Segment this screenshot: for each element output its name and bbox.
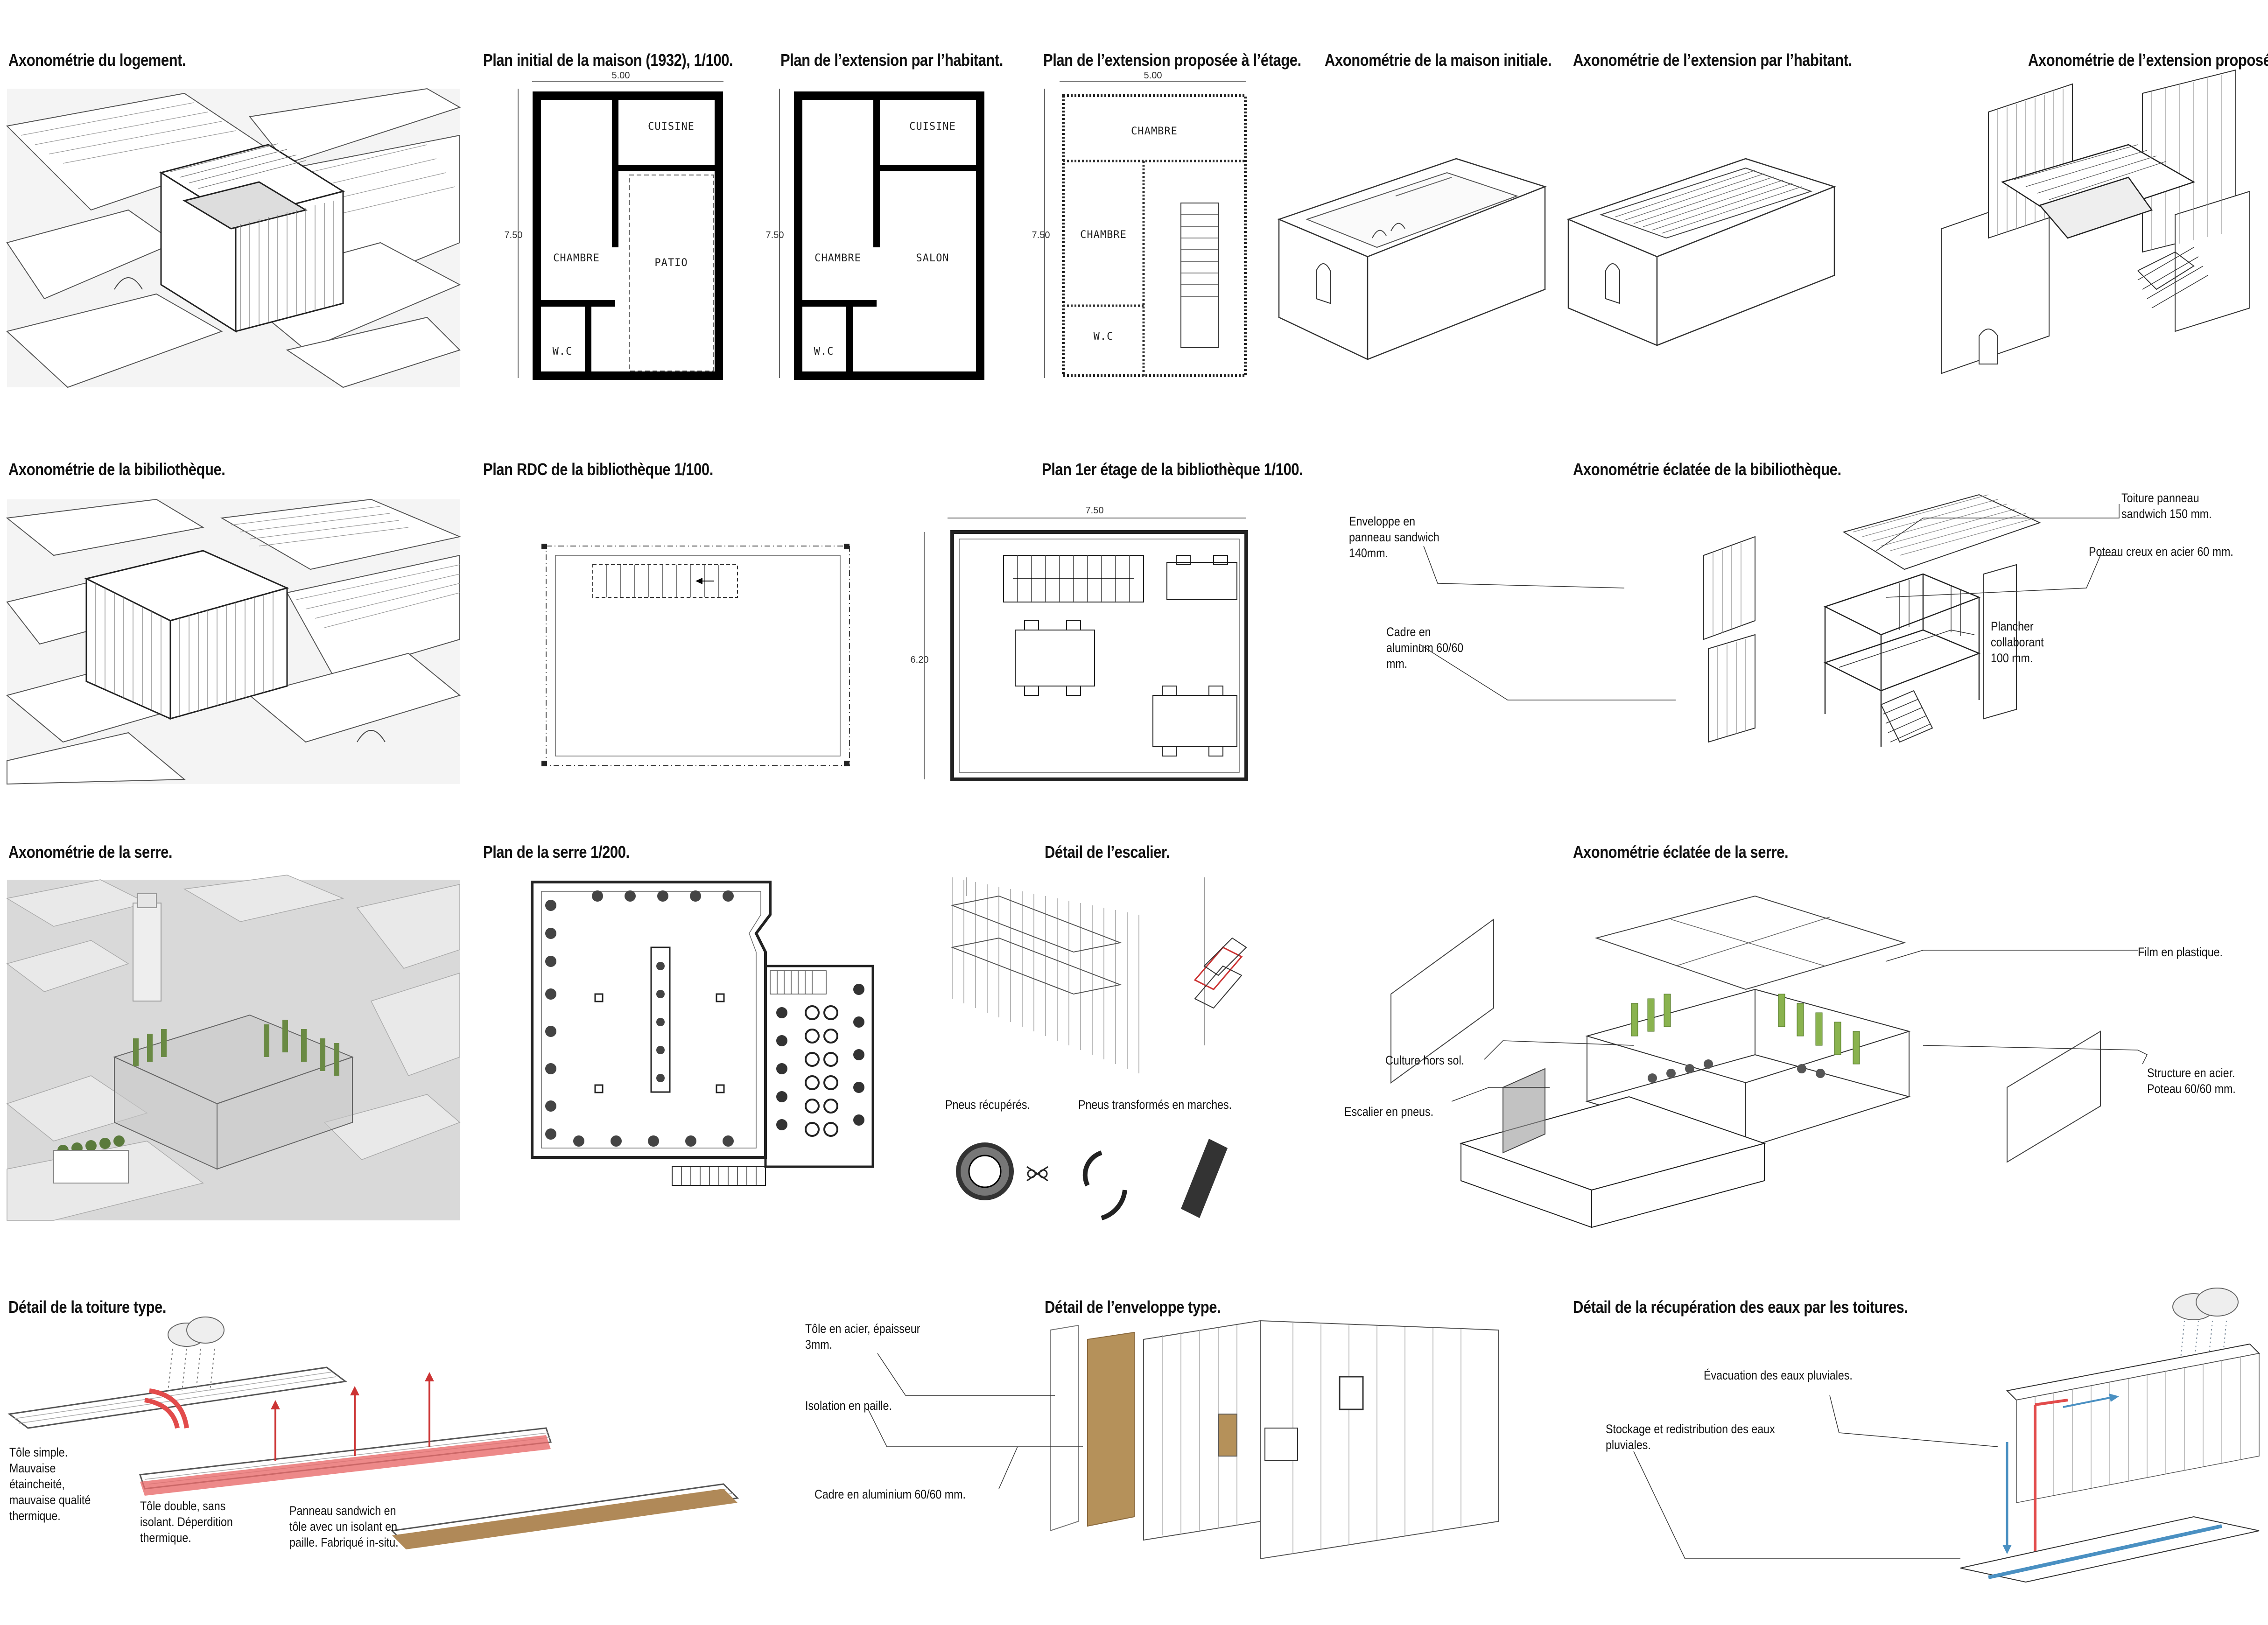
room-chambre-1: CHAMBRE [1131, 126, 1178, 137]
title-axo-eclatee-serre: Axonométrie éclatée de la serre. [1573, 842, 1789, 862]
leader-lines-serre [1451, 950, 2148, 1102]
label-toiture: Toiture panneau sandwich 150 mm. [2121, 491, 2212, 521]
detail-enveloppe-drawing [1050, 1320, 1499, 1560]
label-poteau: Poteau creux en acier 60 mm. [2089, 545, 2233, 559]
label-tole-double: Tôle double, sans isolant. Déperdition t… [140, 1499, 233, 1545]
detail-recuperation-drawing [1960, 1288, 2261, 1583]
title-plan-serre: Plan de la serre 1/200. [483, 842, 630, 862]
plan-extension-habitant-drawing: 7.50 CUISINE CHAMBRE SALON W.C [766, 89, 984, 380]
leader-lines-eaux [1633, 1395, 1998, 1559]
dim-width: 5.00 [612, 70, 630, 81]
room-patio: PATIO [654, 257, 688, 269]
label-isolation-paille: Isolation en paille. [805, 1399, 892, 1413]
plan-serre-drawing [531, 881, 874, 1186]
room-chambre-2: CHAMBRE [1080, 229, 1127, 241]
room-chambre: CHAMBRE [553, 252, 600, 264]
title-axo-extension-proposee: Axonométrie de l’extension proposée. [2028, 50, 2268, 70]
dim-width: 5.00 [1144, 70, 1162, 81]
detail-toiture-drawing [7, 1317, 739, 1549]
label-cadre-aluminium: Cadre en aluminium 60/60 mm. [815, 1487, 966, 1501]
leader-lines-enveloppe [868, 1353, 1083, 1489]
axo-maison-initiale-drawing [1277, 158, 1547, 360]
title-axo-serre: Axonométrie de la serre. [8, 842, 173, 862]
axo-extension-habitant-drawing [1566, 158, 1836, 346]
dim-height: 7.50 [505, 230, 523, 240]
title-detail-escalier: Détail de l’escalier. [1045, 842, 1170, 862]
dim-height: 7.50 [1032, 230, 1050, 240]
title-detail-toiture: Détail de la toiture type. [8, 1297, 167, 1317]
label-cadre: Cadre en aluminum 60/60 mm. [1386, 625, 1464, 671]
axo-eclatee-bibliotheque-drawing [1703, 494, 2041, 747]
label-structure-acier: Structure en acier. Poteau 60/60 mm. [2147, 1066, 2236, 1096]
detail-escalier-drawing [950, 877, 1247, 1073]
room-wc: W.C [553, 346, 573, 357]
title-plan-initial: Plan initial de la maison (1932), 1/100. [483, 50, 733, 70]
plan-rdc-bibliotheque-drawing [541, 544, 850, 766]
plan-extension-etage-drawing: 5.00 7.50 CHAMBRE CHAMBRE W.C [1032, 70, 1247, 378]
room-wc: W.C [814, 346, 834, 357]
dim-width: 7.50 [1086, 505, 1104, 516]
pneus-illustration [956, 1139, 1228, 1220]
room-chambre: CHAMBRE [815, 252, 861, 264]
title-axonometrie-logement: Axonométrie du logement. [8, 50, 186, 70]
axo-bibliotheque-drawing [6, 498, 462, 785]
dim-height: 7.50 [766, 230, 784, 240]
label-stockage: Stockage et redistribution des eaux pluv… [1606, 1422, 1775, 1452]
label-pneus-recuperes: Pneus récupérés. [945, 1098, 1030, 1112]
title-plan-extension-habitant: Plan de l’extension par l’habitant. [780, 50, 1003, 70]
title-detail-enveloppe: Détail de l’enveloppe type. [1045, 1297, 1221, 1317]
title-plan-extension-etage: Plan de l’extension proposée à l’étage. [1043, 50, 1301, 70]
label-film-plastique: Film en plastique. [2138, 945, 2223, 959]
leader-lines-bibliotheque [1418, 504, 2120, 700]
axo-extension-proposee-drawing [1941, 69, 2250, 374]
label-panneau-sandwich: Panneau sandwich en tôle avec un isolant… [289, 1504, 399, 1549]
axonometrie-logement-drawing [6, 88, 461, 388]
title-axo-eclatee-bibliotheque: Axonométrie éclatée de la bibiliothèque. [1573, 460, 1841, 479]
label-pneus-transformes: Pneus transformés en marches. [1078, 1098, 1232, 1112]
label-plancher: Plancher collaborant 100 mm. [1991, 619, 2044, 665]
title-detail-recuperation: Détail de la récupération des eaux par l… [1573, 1297, 1908, 1317]
title-plan-rdc-bibliotheque: Plan RDC de la bibliothèque 1/100. [483, 460, 713, 479]
room-salon: SALON [916, 252, 949, 264]
label-tole-acier: Tôle en acier, épaisseur 3mm. [805, 1322, 920, 1352]
title-axo-bibliotheque: Axonométrie de la bibiliothèque. [8, 460, 225, 479]
label-evacuation: Évacuation des eaux pluviales. [1704, 1368, 1853, 1382]
plan-initial-drawing: 5.00 7.50 CUISINE CHAMBRE PATIO W.C [505, 70, 723, 380]
label-tole-simple: Tôle simple. Mauvaise étaincheité, mauva… [9, 1445, 91, 1523]
room-wc: W.C [1094, 331, 1114, 343]
title-axo-maison-initiale: Axonométrie de la maison initiale. [1325, 50, 1552, 70]
dim-height: 6.20 [911, 655, 929, 665]
axo-eclatee-serre-drawing [1390, 895, 2101, 1228]
axo-serre-drawing [6, 875, 461, 1221]
title-plan-etage-bibliotheque: Plan 1er étage de la bibliothèque 1/100. [1042, 460, 1303, 479]
plan-etage-bibliotheque-drawing: 7.50 6.20 [911, 505, 1248, 781]
label-escalier-pneus: Escalier en pneus. [1344, 1105, 1434, 1119]
label-culture-hors-sol: Culture hors sol. [1385, 1053, 1465, 1067]
room-cuisine: CUISINE [909, 121, 956, 133]
label-enveloppe: Enveloppe en panneau sandwich 140mm. [1349, 514, 1439, 560]
room-cuisine: CUISINE [648, 121, 695, 133]
title-axo-extension-habitant: Axonométrie de l’extension par l’habitan… [1573, 50, 1852, 70]
